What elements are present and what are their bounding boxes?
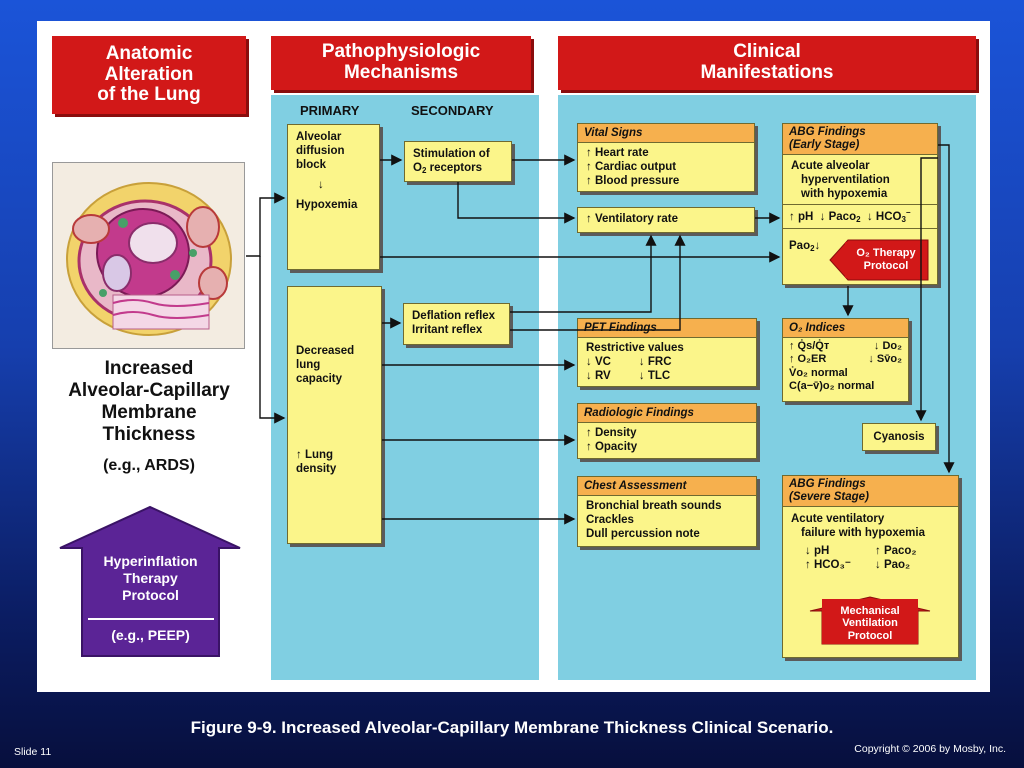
primary-box-lung-capacity: Decreased lung capacity ↑ Lung density [287,286,382,544]
box-title: O₂ Indices [783,319,908,339]
list-item: ↑ Density [586,427,637,440]
list-item: ↑ Blood pressure [586,175,680,188]
mechanical-ventilation-protocol: Mechanical Ventilation Protocol [822,599,918,644]
box-subtitle: (Early Stage) [789,139,860,152]
box-title: Vital Signs [578,124,754,144]
list-item: ↓ VC [586,356,611,369]
radiologic-findings-box: Radiologic Findings ↑ Density ↑ Opacity [577,403,757,459]
text: ↑ pH [789,211,814,224]
text: ↓ Pao₂ [875,559,911,572]
list-item: ↑ Heart rate [586,147,649,160]
o2-therapy-protocol: O₂ Therapy Protocol [845,242,927,278]
therapy-label: Hyperinflation Therapy Protocol [103,553,198,603]
text: ↓ Paco [819,211,857,224]
condition-title: Increased Alveolar-Capillary Membrane Th… [68,358,230,445]
text: failure with hypoxemia [801,527,925,540]
text: O [413,162,422,175]
lung-illustration [52,162,245,349]
box-title: ABG Findings [789,478,866,490]
text: ↓ Do₂ [873,340,902,353]
box-title: Chest Assessment [578,477,756,497]
text: ↓ pH [805,545,830,558]
list-item: Crackles [586,514,634,527]
text: V̇o₂ normal [789,366,848,379]
box-subtitle: (Severe Stage) [789,491,869,504]
text: Lung [304,449,334,462]
text: ↑ O₂ER [789,353,827,366]
cyanosis-box: Cyanosis [862,423,936,451]
list-item: ↓ RV [586,370,611,383]
abg-early-box: ABG Findings (Early Stage) Acute alveola… [782,123,938,285]
list-item: ↓ TLC [638,370,671,383]
text: ↑ HCO₃⁻ [805,559,851,572]
text: Restrictive values [586,342,684,355]
text: capacity [296,373,343,386]
box-title: Radiologic Findings [578,404,756,424]
text: lung [296,359,321,372]
list-item: Dull percussion note [586,528,700,541]
header-patho: Pathophysiologic Mechanisms [271,36,531,90]
secondary-box-stimulation: Stimulation of O2 receptors [404,141,512,182]
ventilatory-rate-box: ↑ Ventilatory rate [577,207,755,233]
text: Decreased [296,345,355,357]
text: ↑ Ventilatory rate [586,213,679,225]
primary-box-diffusion: Alveolar diffusion block ↓ Hypoxemia [287,124,380,270]
text: 2 [856,215,861,225]
text: Stimulation of [413,148,490,160]
list-item: ↑ Cardiac output [586,161,677,174]
list-item: ↑ Opacity [586,441,638,454]
label-primary: PRIMARY [300,103,360,118]
text: ↓ HCO [866,211,902,224]
down-arrow-icon: ↓ [814,240,821,253]
list-item: ↓ FRC [638,356,672,369]
condition-example: (e.g., ARDS) [103,457,195,474]
pft-findings-box: PFT Findings Restrictive values ↓ VC↓ RV… [577,318,757,387]
text: ↑ Paco₂ [875,545,917,558]
secondary-box-deflation: Deflation reflex Irritant reflex [403,303,510,345]
header-anatomic: Anatomic Alteration of the Lung [52,36,246,114]
text: receptors [426,162,483,175]
box-title: PFT Findings [578,319,756,339]
therapy-example: (e.g., PEEP) [111,627,190,643]
label-secondary: SECONDARY [411,103,494,118]
copyright: Copyright © 2006 by Mosby, Inc. [854,743,1006,755]
o2-indices-box: O₂ Indices ↑ Q̇s/Q̇ᴛ↓ Do₂ ↑ O₂ER↓ Sv̄o₂ … [782,318,909,402]
text: diffusion [296,145,345,158]
text: Pao [789,240,811,253]
text: density [296,463,337,476]
down-arrow-icon: ↓ [318,179,324,192]
text: Deflation reflex [412,310,496,322]
box-title: ABG Findings [789,126,866,138]
text: C(a−v̄)o₂ normal [789,380,875,393]
text: ↓ Sv̄o₂ [868,353,902,366]
slide-number: Slide 11 [14,746,52,758]
text: Acute alveolar [791,160,870,173]
text: Alveolar [296,131,342,143]
lung-drawing [66,182,232,336]
text: block [296,159,327,172]
text: hyperventilation [801,174,890,187]
text: Acute ventilatory [791,513,885,526]
chest-assessment-box: Chest Assessment Bronchial breath sounds… [577,476,757,547]
figure-caption: Figure 9-9. Increased Alveolar-Capillary… [190,718,834,737]
up-arrow-icon: ↑ [296,449,302,462]
header-clinical: Clinical Manifestations [558,36,976,90]
text: 2 [421,166,427,176]
text: Irritant reflex [412,324,483,337]
text: with hypoxemia [801,188,888,201]
text: 2 [810,244,815,254]
text: ↑ Q̇s/Q̇ᴛ [789,340,830,353]
text: Hypoxemia [296,199,358,212]
vital-signs-box: Vital Signs ↑ Heart rate ↑ Cardiac outpu… [577,123,755,192]
text: 3 [901,215,906,225]
text: − [905,208,911,218]
list-item: Bronchial breath sounds [586,500,722,513]
